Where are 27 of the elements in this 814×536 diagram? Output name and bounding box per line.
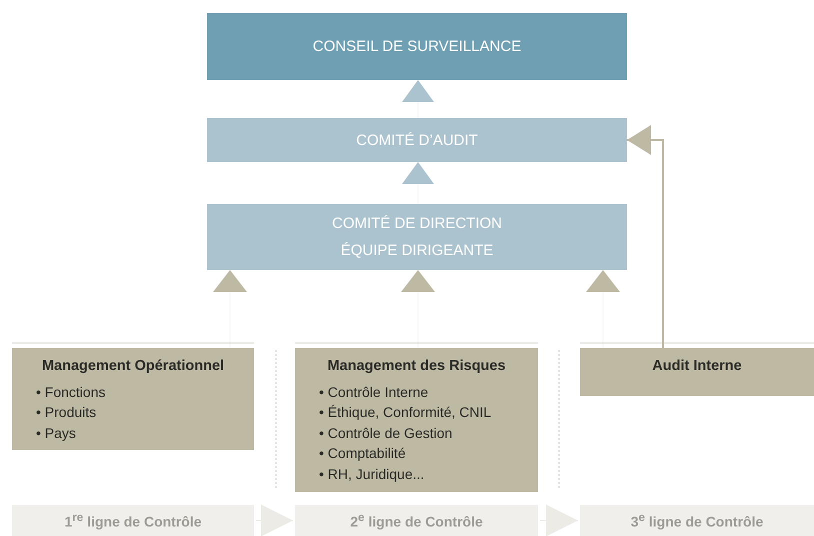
board-box: [207, 118, 627, 162]
list-item: • Contrôle de Gestion: [319, 424, 454, 442]
list-item: • Contrôle Interne: [319, 382, 430, 402]
band-label: 3$^{e}$ ligne de Contrôle: [630, 511, 764, 530]
list-item: • Produits: [36, 403, 98, 422]
box-label: COMITÉ D’AUDIT: [356, 132, 478, 148]
board-box: [207, 13, 627, 80]
box-label: CONSEIL DE SURVEILLANCE: [312, 38, 522, 55]
committee-box: [207, 204, 627, 270]
panel-heading: Management Opérationnel: [40, 357, 226, 376]
control-panel: [295, 348, 538, 492]
chevron-arrow: [540, 504, 578, 536]
list-item: • Pays: [36, 424, 77, 443]
band-label: 2$^{e}$ ligne de Contrôle: [350, 511, 483, 530]
band-label: 1$^{re}$ ligne de Contrôle: [64, 511, 202, 530]
chevron-arrow: [256, 504, 294, 536]
panel-heading: Audit Interne: [651, 357, 743, 376]
arrow: [627, 128, 664, 348]
control-panel: [580, 348, 814, 396]
box-label: COMITÉ DE DIRECTION: [332, 215, 502, 232]
panel-heading: Management des Risques: [326, 357, 507, 376]
list-item: • Fonctions: [36, 382, 106, 402]
list-item: • Comptabilité: [319, 444, 407, 463]
list-item: • RH, Juridique...: [319, 464, 426, 484]
box-label: ÉQUIPE DIRIGEANTE: [340, 242, 494, 259]
control-panel: [12, 348, 254, 450]
list-item: • Éthique, Conformité, CNIL: [319, 403, 492, 422]
